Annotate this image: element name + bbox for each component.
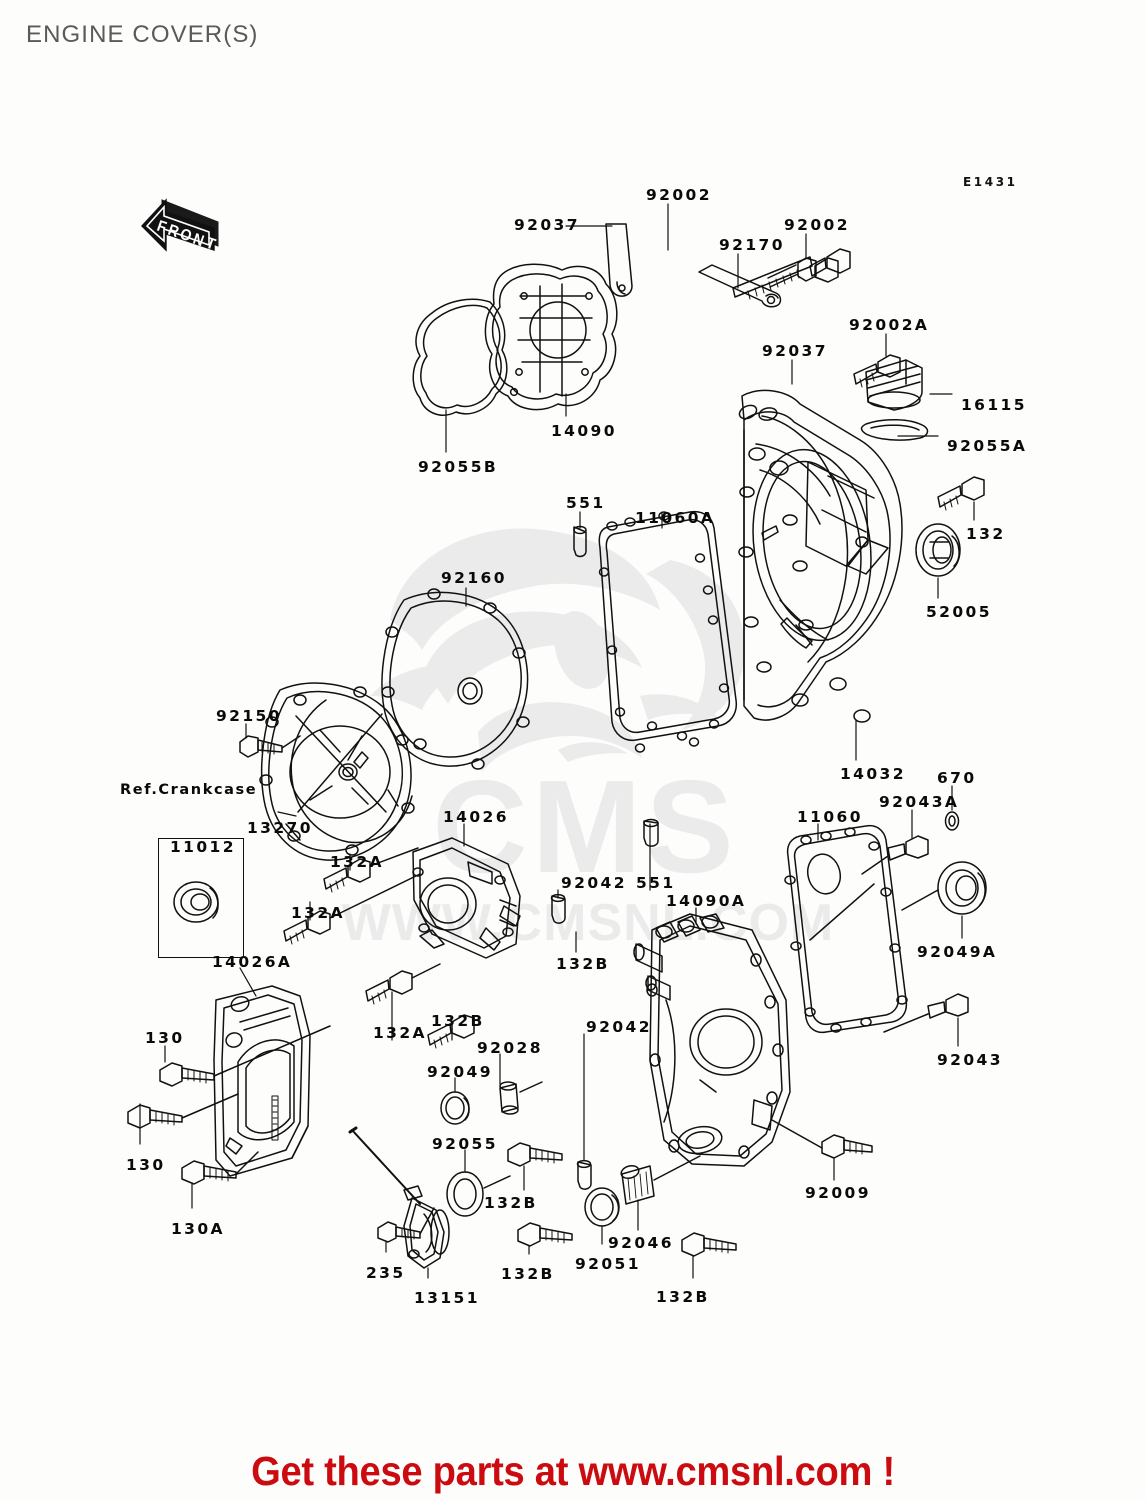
callout-11060a: 11060A xyxy=(635,509,716,527)
callout-92046: 92046 xyxy=(608,1234,674,1252)
callout-14026: 14026 xyxy=(443,808,509,826)
callout-92028: 92028 xyxy=(477,1039,543,1057)
callout-14090a: 14090A xyxy=(666,892,747,910)
footer-tagline: Get these parts at www.cmsnl.com ! xyxy=(251,1448,895,1494)
callout-132b-2: 132B xyxy=(431,1012,485,1030)
callout-92160: 92160 xyxy=(441,569,507,587)
callout-14026a: 14026A xyxy=(212,953,293,971)
callout-130-2: 130 xyxy=(126,1156,166,1174)
callout-92049a: 92049A xyxy=(917,943,998,961)
callout-132b-3: 132B xyxy=(484,1194,538,1212)
callout-92055: 92055 xyxy=(432,1135,498,1153)
callout-92002a: 92002A xyxy=(849,316,930,334)
callout-132-right: 132 xyxy=(966,525,1006,543)
callout-670: 670 xyxy=(937,769,977,787)
callout-551-lower: 551 xyxy=(636,874,676,892)
callout-551-upper: 551 xyxy=(566,494,606,512)
ref-crankcase-caption: Ref.Crankcase xyxy=(120,782,258,798)
callout-11060: 11060 xyxy=(797,808,863,826)
callout-132a-1: 132A xyxy=(330,853,384,871)
callout-132b-5: 132B xyxy=(656,1288,710,1306)
callout-92002-upper-right: 92002 xyxy=(784,216,850,234)
callout-14032: 14032 xyxy=(840,765,906,783)
callout-92055b: 92055B xyxy=(418,458,499,476)
callout-13270: 13270 xyxy=(247,819,313,837)
callout-132b-1: 132B xyxy=(556,955,610,973)
callout-132a-3: 132A xyxy=(373,1024,427,1042)
callout-92170: 92170 xyxy=(719,236,785,254)
callout-92043a: 92043A xyxy=(879,793,960,811)
callout-13151: 13151 xyxy=(414,1289,480,1307)
callout-235: 235 xyxy=(366,1264,406,1282)
callout-130a: 130A xyxy=(171,1220,225,1238)
callout-132a-2: 132A xyxy=(291,904,345,922)
callout-92002-top: 92002 xyxy=(646,186,712,204)
callout-92051: 92051 xyxy=(575,1255,641,1273)
callout-92055a: 92055A xyxy=(947,437,1028,455)
callout-130-1: 130 xyxy=(145,1029,185,1047)
callout-16115: 16115 xyxy=(961,396,1027,414)
front-arrow-icon: F R O N T xyxy=(136,188,228,272)
callout-92037-upper: 92037 xyxy=(514,216,580,234)
callout-14090: 14090 xyxy=(551,422,617,440)
ref-crankcase-box xyxy=(158,838,244,958)
callout-132b-4: 132B xyxy=(501,1265,555,1283)
callout-92042-lower: 92042 xyxy=(586,1018,652,1036)
callout-92049: 92049 xyxy=(427,1063,493,1081)
diagram-code: E1431 xyxy=(963,175,1018,189)
callout-92150: 92150 xyxy=(216,707,282,725)
callout-11012: 11012 xyxy=(170,838,236,856)
callout-92037-right: 92037 xyxy=(762,342,828,360)
callout-92042-mid: 92042 xyxy=(561,874,627,892)
page-title: ENGINE COVER(S) xyxy=(26,21,259,48)
callout-52005: 52005 xyxy=(926,603,992,621)
callout-92009: 92009 xyxy=(805,1184,871,1202)
callout-92043: 92043 xyxy=(937,1051,1003,1069)
